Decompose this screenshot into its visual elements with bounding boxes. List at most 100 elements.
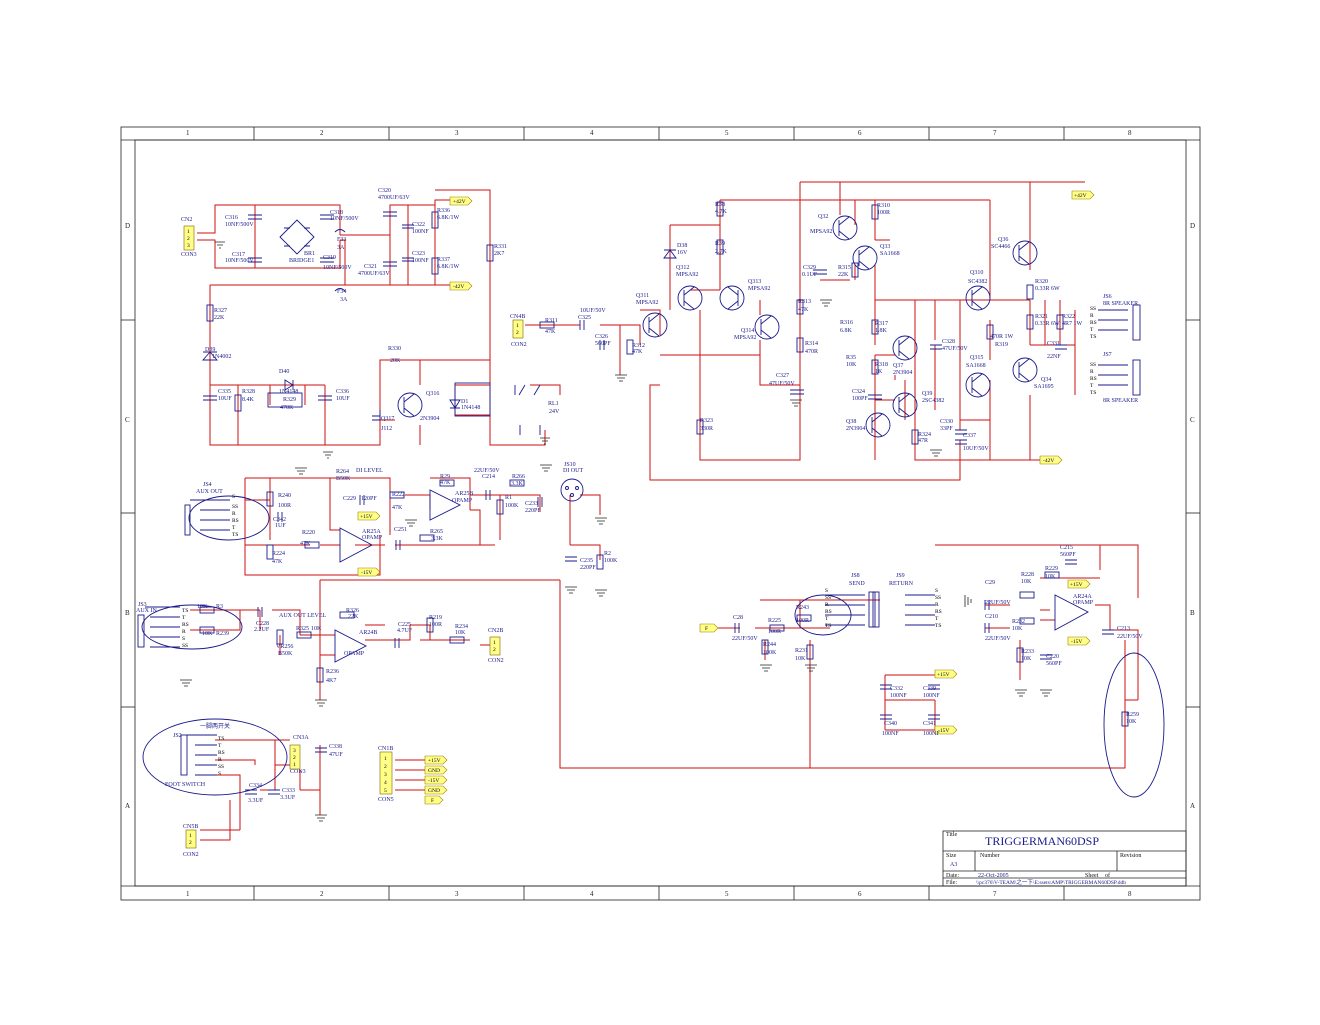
component-label-c29: C29 [985,580,995,586]
component-label-c229v: 120PF [361,496,377,502]
component-label-c328v: 47UF/50V [942,346,968,352]
component-label-r328: R328 [242,389,255,395]
component-label-c337: C337 [963,433,976,439]
component-label-c228v: 2.2UF [254,627,270,633]
component-label-c338: C338 [329,744,342,750]
col-label-6-bottom: 6 [858,890,862,898]
component-label-r331v: 2K7 [494,251,504,257]
component-label-js10: JS10 [564,462,576,468]
component-label-r29v: 47K [440,480,451,486]
component-label-d38: D38 [677,243,687,249]
component-label-r240: R240 [278,493,291,499]
component-label-con5: CON5 [378,797,394,803]
component-label-c215v: 560PF [1060,552,1076,558]
component-label-r314v: 470R [805,349,818,355]
size-label: Size [946,853,957,859]
component-label-c342v: 1UF [275,523,286,529]
component-label-c339: C339 [923,686,936,692]
cn2-pin-1: 1 [187,229,190,235]
component-label-r265v: 3.3K [431,536,444,542]
component-label-ar25bv: OPAMP [452,498,473,504]
component-label-q310v: SC4382 [968,279,987,285]
component-label-r336: R336 [437,208,450,214]
js8-pin-rs: RS [825,609,832,615]
component-label-r228: R228 [1021,572,1034,578]
wires [190,181,1139,841]
net-port-p42-top: +42V [453,199,466,205]
component-label-q34v: SA1695 [1034,384,1054,390]
component-label-f33v: 3A [337,245,345,251]
cn1b-pin-4: 4 [384,780,387,786]
component-label-c326: C326 [595,334,608,340]
component-label-q317v: J112 [381,426,392,432]
js2-pin-rs: RS [218,750,225,756]
component-label-js8: JS8 [851,573,860,579]
component-label-r222: R222 [392,492,405,498]
col-label-2: 2 [320,129,324,137]
component-label-r315v: 22K [838,272,849,278]
js6-pin-r: R [1090,313,1094,319]
component-label-cn3a: CN3A [293,735,309,741]
component-label-q316v: 2N3904 [420,416,439,422]
of-label: of [1105,872,1110,879]
row-label-b: B [125,609,130,617]
js6-pin-t: T [1090,327,1094,333]
component-label-q36: Q36 [998,237,1008,243]
js2-pin-t: T [218,743,222,749]
row-label-d: D [125,222,130,230]
component-label-r259v: 10K [1126,719,1137,725]
component-label-c329v: 0.1UF [802,272,818,278]
component-label-q313: Q313 [748,279,761,285]
number-label: Number [980,853,1000,859]
component-label-q313v: MPSA92 [748,286,770,292]
component-label-c235: C235 [580,558,593,564]
file-label: File: [946,880,957,886]
component-label-q37v: 2N3904 [893,370,912,376]
js4-pin-rs: RS [232,518,239,524]
component-label-c220v: 560PF [1046,661,1062,667]
component-label-c332v: 100NF [890,693,907,699]
js7-pin-ts: TS [1090,390,1096,396]
component-label-r244v: 100K [763,650,777,656]
component-label-r29: R29 [440,474,450,480]
net-port-cn1-p15: +15V [428,758,441,764]
component-label-r264v: B50K [336,476,351,482]
cn1b-pin-5: 5 [384,788,387,794]
js3-pin-ts: TS [182,608,188,614]
net-ports: +42V -42V +42V -42V +15V -15V +15V -15V … [357,190,1095,805]
component-label-d39: D39 [205,347,215,353]
component-label-d39v: 1N4002 [212,354,231,360]
component-label-c229: C229 [343,496,356,502]
component-label-c321v: 4700UF/63V [358,271,390,277]
component-label-c327v: 47UF/50V [769,381,795,387]
component-label-c331v: 22NF [1047,354,1061,360]
component-label-cn2b: CN2B [488,628,503,634]
component-label-r39: R39 [715,241,725,247]
component-label-r265: R265 [430,529,443,535]
component-label-js4v: AUX OUT [196,489,223,495]
symbols [137,201,1165,822]
component-label-q311: Q311 [636,293,649,299]
component-label-r310v: 100R [877,210,890,216]
component-label-vr256v: B50K [278,651,293,657]
component-label-c318v: 10NF/500V [330,216,359,222]
component-label-footsw: FOOT SWITCH [165,782,206,788]
component-label-c225: C225 [398,622,411,628]
component-label-ar24bv: OPAMP [344,651,365,657]
component-label-r327v: 22K [214,315,225,321]
js2-pin-ss: SS [218,764,224,770]
component-label-js4: JS4 [203,482,212,488]
component-label-r220: R220 [302,530,315,536]
component-label-con2c: CON2 [183,852,199,858]
col-label-5: 5 [725,129,729,137]
component-label-r264: R264 [336,469,349,475]
component-label-c334v: 3.3UF [248,798,264,804]
component-label-dilevel: DI LEVEL [356,468,383,474]
component-label-ar24av: OPAMP [1073,600,1094,606]
component-label-c341v: 100NF [923,731,940,737]
component-label-r317v: 1.8K [875,328,888,334]
component-label-r259: R259 [1126,712,1139,718]
js4-pin-s: S [232,494,235,500]
component-label-vr256: VR256 [276,644,293,650]
component-label-c341: C341 [923,721,936,727]
